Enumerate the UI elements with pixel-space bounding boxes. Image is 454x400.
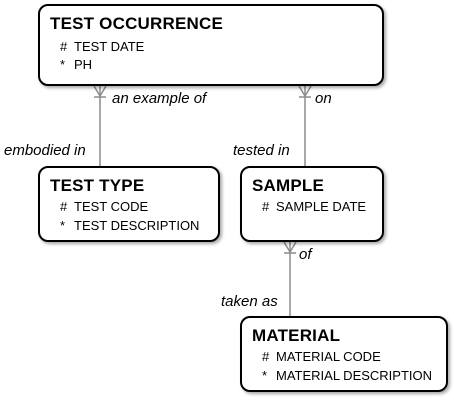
attribute-marker: * — [60, 218, 66, 233]
entity-title: MATERIAL — [252, 326, 341, 345]
attribute-marker: # — [262, 349, 270, 364]
attribute-name: TEST DESCRIPTION — [74, 218, 200, 233]
attribute-name: SAMPLE DATE — [276, 199, 367, 214]
attribute: # TEST CODE — [60, 199, 148, 214]
attribute-name: TEST DATE — [74, 39, 145, 54]
attribute-name: MATERIAL CODE — [276, 349, 381, 364]
entity-material: MATERIAL # MATERIAL CODE * MATERIAL DESCRI… — [240, 316, 448, 392]
crowsfoot-sample-material — [283, 241, 297, 254]
attribute: # SAMPLE DATE — [262, 199, 366, 214]
attribute: * PH — [60, 57, 92, 72]
crowsfoot-occurrence-type — [93, 85, 107, 98]
attribute-name: PH — [74, 57, 93, 72]
attribute: * TEST DESCRIPTION — [60, 218, 199, 233]
role-label-tested-in: tested in — [233, 142, 290, 159]
role-label-on: on — [315, 90, 332, 107]
role-label-of: of — [299, 246, 312, 263]
entity-title: TEST TYPE — [50, 176, 145, 195]
attribute-name: MATERIAL DESCRIPTION — [276, 368, 433, 383]
attribute: # MATERIAL CODE — [262, 349, 381, 364]
attribute-marker: * — [60, 57, 66, 72]
crowsfoot-occurrence-sample — [298, 85, 312, 98]
entity-test-occurrence: TEST OCCURRENCE # TEST DATE * PH — [38, 4, 384, 86]
entity-test-type: TEST TYPE # TEST CODE * TEST DESCRIPTION — [38, 166, 220, 242]
entity-title: SAMPLE — [252, 176, 325, 195]
attribute-marker: * — [262, 368, 268, 383]
role-label-embodied-in: embodied in — [4, 142, 86, 159]
entity-sample: SAMPLE # SAMPLE DATE — [240, 166, 384, 242]
attribute-marker: # — [60, 199, 68, 214]
role-label-an-example-of: an example of — [112, 90, 207, 107]
attribute-marker: # — [60, 39, 68, 54]
attribute: * MATERIAL DESCRIPTION — [262, 368, 432, 383]
attribute: # TEST DATE — [60, 39, 144, 54]
entity-title: TEST OCCURRENCE — [50, 14, 224, 33]
role-label-taken-as: taken as — [221, 293, 278, 310]
attribute-marker: # — [262, 199, 270, 214]
attribute-name: TEST CODE — [74, 199, 149, 214]
